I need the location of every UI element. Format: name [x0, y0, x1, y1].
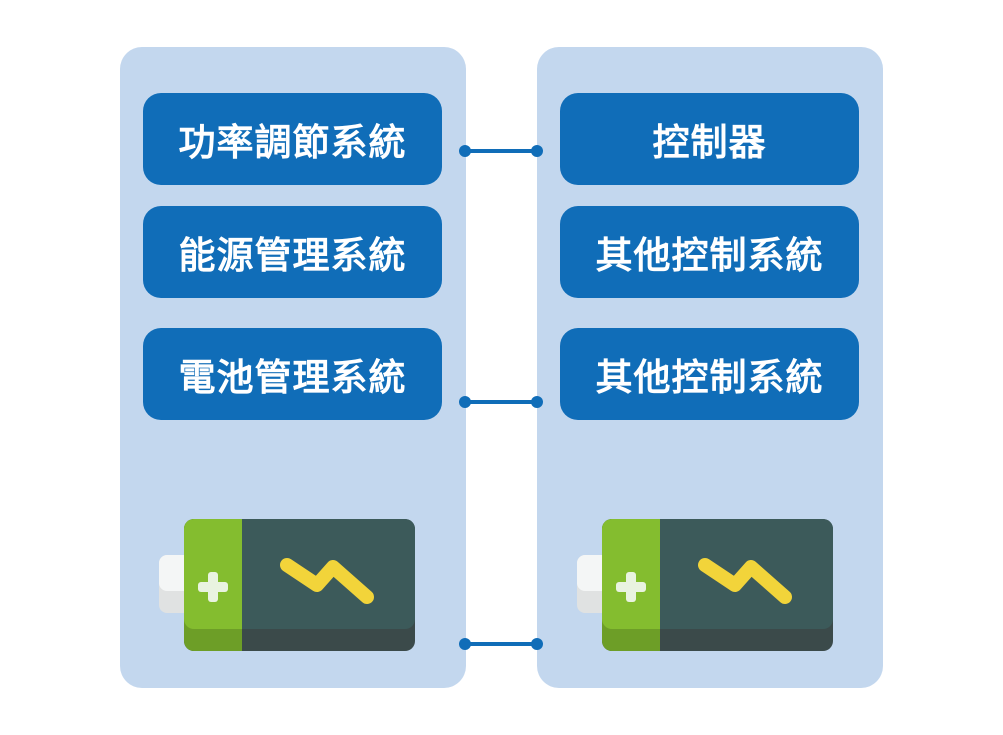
power-conditioning-system-box: 功率調節系統 [143, 93, 442, 185]
right-panel: 控制器 其他控制系統 其他控制系統 [537, 47, 883, 688]
battery-icon [159, 519, 415, 651]
battery-icon [577, 519, 833, 651]
lightning-bolt-icon [698, 558, 792, 604]
energy-management-system-box: 能源管理系統 [143, 206, 442, 298]
lightning-bolt-icon [280, 558, 374, 604]
controller-box: 控制器 [560, 93, 859, 185]
connector-bottom [459, 638, 543, 650]
plus-icon [198, 572, 228, 602]
plus-icon [616, 572, 646, 602]
left-panel: 功率調節系統 能源管理系統 電池管理系統 [120, 47, 466, 688]
connector-top [459, 145, 543, 157]
other-control-system-box-1: 其他控制系統 [560, 206, 859, 298]
connector-middle [459, 396, 543, 408]
battery-management-system-box: 電池管理系統 [143, 328, 442, 420]
other-control-system-box-2: 其他控制系統 [560, 328, 859, 420]
